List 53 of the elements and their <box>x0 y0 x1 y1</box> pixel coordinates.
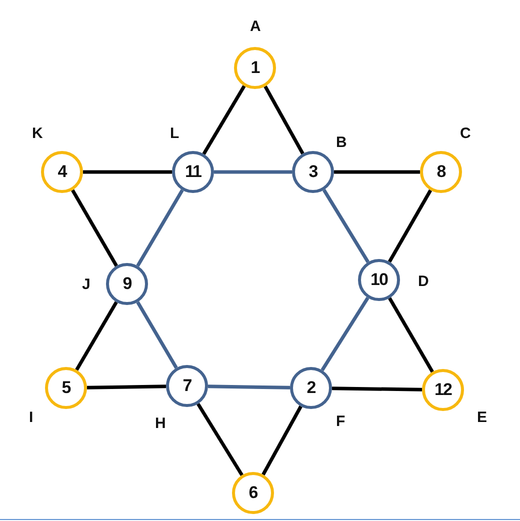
vertex-letter: E <box>477 409 488 426</box>
node-number: 8 <box>436 162 446 182</box>
node-number: 1 <box>250 58 260 78</box>
node-number: 4 <box>58 162 66 182</box>
connector-line <box>320 296 370 372</box>
number-circle <box>45 367 87 409</box>
number-circle <box>166 365 208 407</box>
number-circle <box>234 47 276 89</box>
number-circle <box>172 151 214 193</box>
connector-line <box>208 384 290 390</box>
vertex-letter: K <box>32 125 43 142</box>
node-number: 5 <box>62 378 70 398</box>
number-circle <box>422 369 464 411</box>
vertex-letter: I <box>29 409 34 426</box>
connector-line <box>136 189 184 267</box>
connector-line <box>334 170 420 174</box>
vertex-letter: D <box>418 273 429 290</box>
vertex-letter: A <box>250 18 261 35</box>
node-number: 9 <box>122 274 132 294</box>
node-number: 12 <box>434 380 452 400</box>
vertex-letter: C <box>460 125 471 142</box>
vertex-letter: B <box>336 134 347 151</box>
connector-line <box>264 85 304 155</box>
number-circle <box>420 151 462 193</box>
vertex-letter: L <box>170 125 180 142</box>
connector-line <box>75 301 118 371</box>
number-circle <box>106 263 148 305</box>
number-circle <box>41 151 83 193</box>
node-number: 6 <box>248 483 258 503</box>
connector-line <box>322 189 370 263</box>
connector-line <box>202 85 246 155</box>
number-circle <box>292 151 334 193</box>
vertex-letter: F <box>336 413 346 430</box>
number-circle <box>290 367 332 409</box>
connector-line <box>214 170 292 174</box>
connector-line <box>86 384 166 390</box>
node-number: 10 <box>370 270 388 290</box>
connector-line <box>388 297 434 373</box>
number-circle <box>358 259 400 301</box>
node-number: 2 <box>306 378 316 398</box>
vertex-letter: H <box>155 415 166 432</box>
node-number: 11 <box>185 162 201 182</box>
node-number: 3 <box>308 162 318 182</box>
connector-line <box>388 189 432 263</box>
connector-line <box>196 402 244 476</box>
connector-line <box>332 386 422 392</box>
node-number: 7 <box>182 376 192 396</box>
connector-line <box>262 406 302 476</box>
vertex-letter: J <box>82 276 90 293</box>
number-circle <box>232 472 274 514</box>
connector-line <box>136 301 178 369</box>
connector-line <box>83 170 172 174</box>
connector-line <box>71 189 118 267</box>
